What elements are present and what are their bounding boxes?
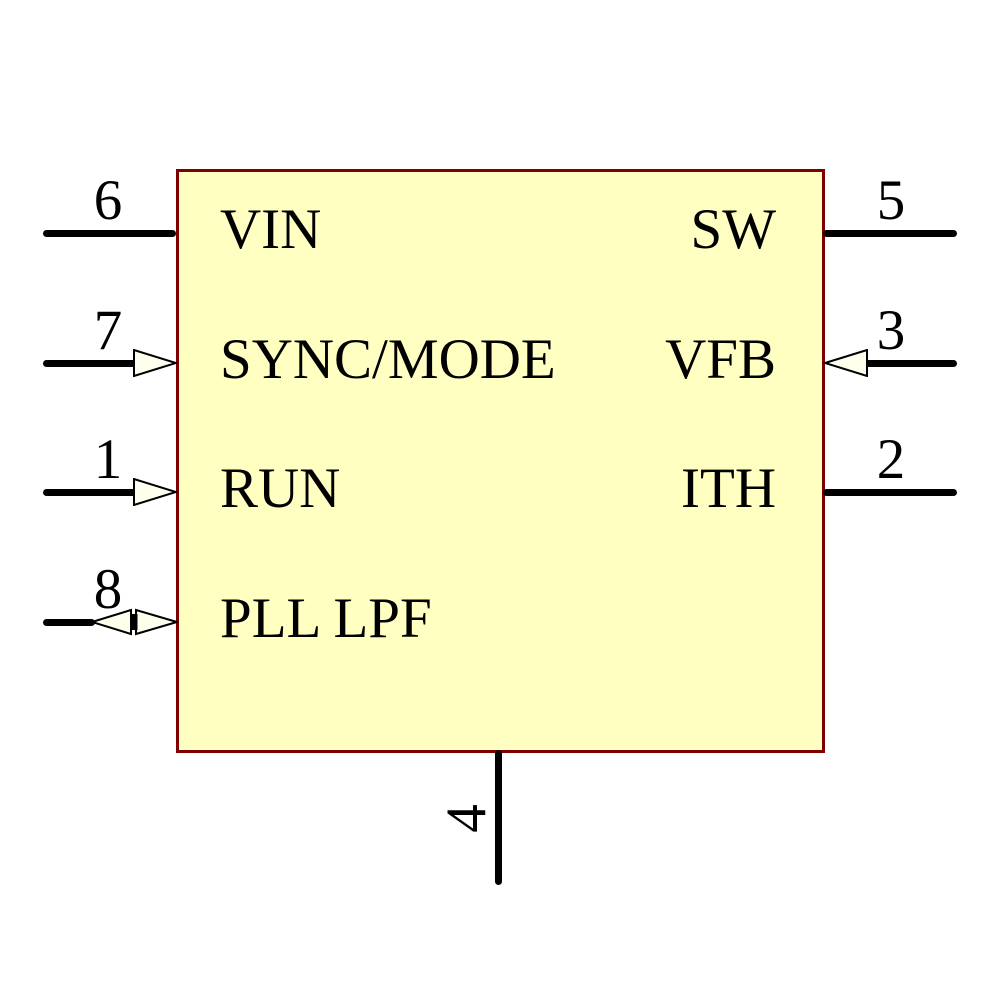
pin-label: VIN — [220, 198, 322, 261]
pin-label: VFB — [665, 328, 776, 391]
pin-number: 5 — [876, 169, 906, 232]
pin-wire — [43, 619, 95, 626]
pin-label: SW — [690, 198, 777, 261]
input-arrow-icon — [823, 349, 868, 377]
pin-wire — [823, 489, 957, 496]
ic-body — [176, 169, 825, 753]
input-arrow-icon — [133, 478, 178, 506]
pin-label: PLL LPF — [220, 587, 432, 650]
pin-wire — [823, 230, 957, 237]
pin-wire — [864, 360, 957, 367]
pin-wire — [43, 230, 176, 237]
pin-number: 6 — [93, 169, 123, 232]
pin-number: 7 — [93, 299, 123, 362]
pin-wire — [43, 360, 138, 367]
pin-number: 3 — [876, 299, 906, 362]
pin-label: SYNC/MODE — [220, 328, 556, 391]
bidirectional-arrow-icon — [90, 608, 178, 636]
pin-label: RUN — [220, 457, 341, 520]
pin-number: 8 — [93, 558, 123, 621]
pin-number: 4 — [435, 804, 499, 833]
pin-wire — [43, 489, 138, 496]
pin-number: 2 — [876, 428, 906, 491]
pin-wire — [495, 750, 502, 885]
pin-number: 1 — [93, 428, 123, 491]
pin-label: ITH — [681, 457, 776, 520]
input-arrow-icon — [133, 349, 178, 377]
